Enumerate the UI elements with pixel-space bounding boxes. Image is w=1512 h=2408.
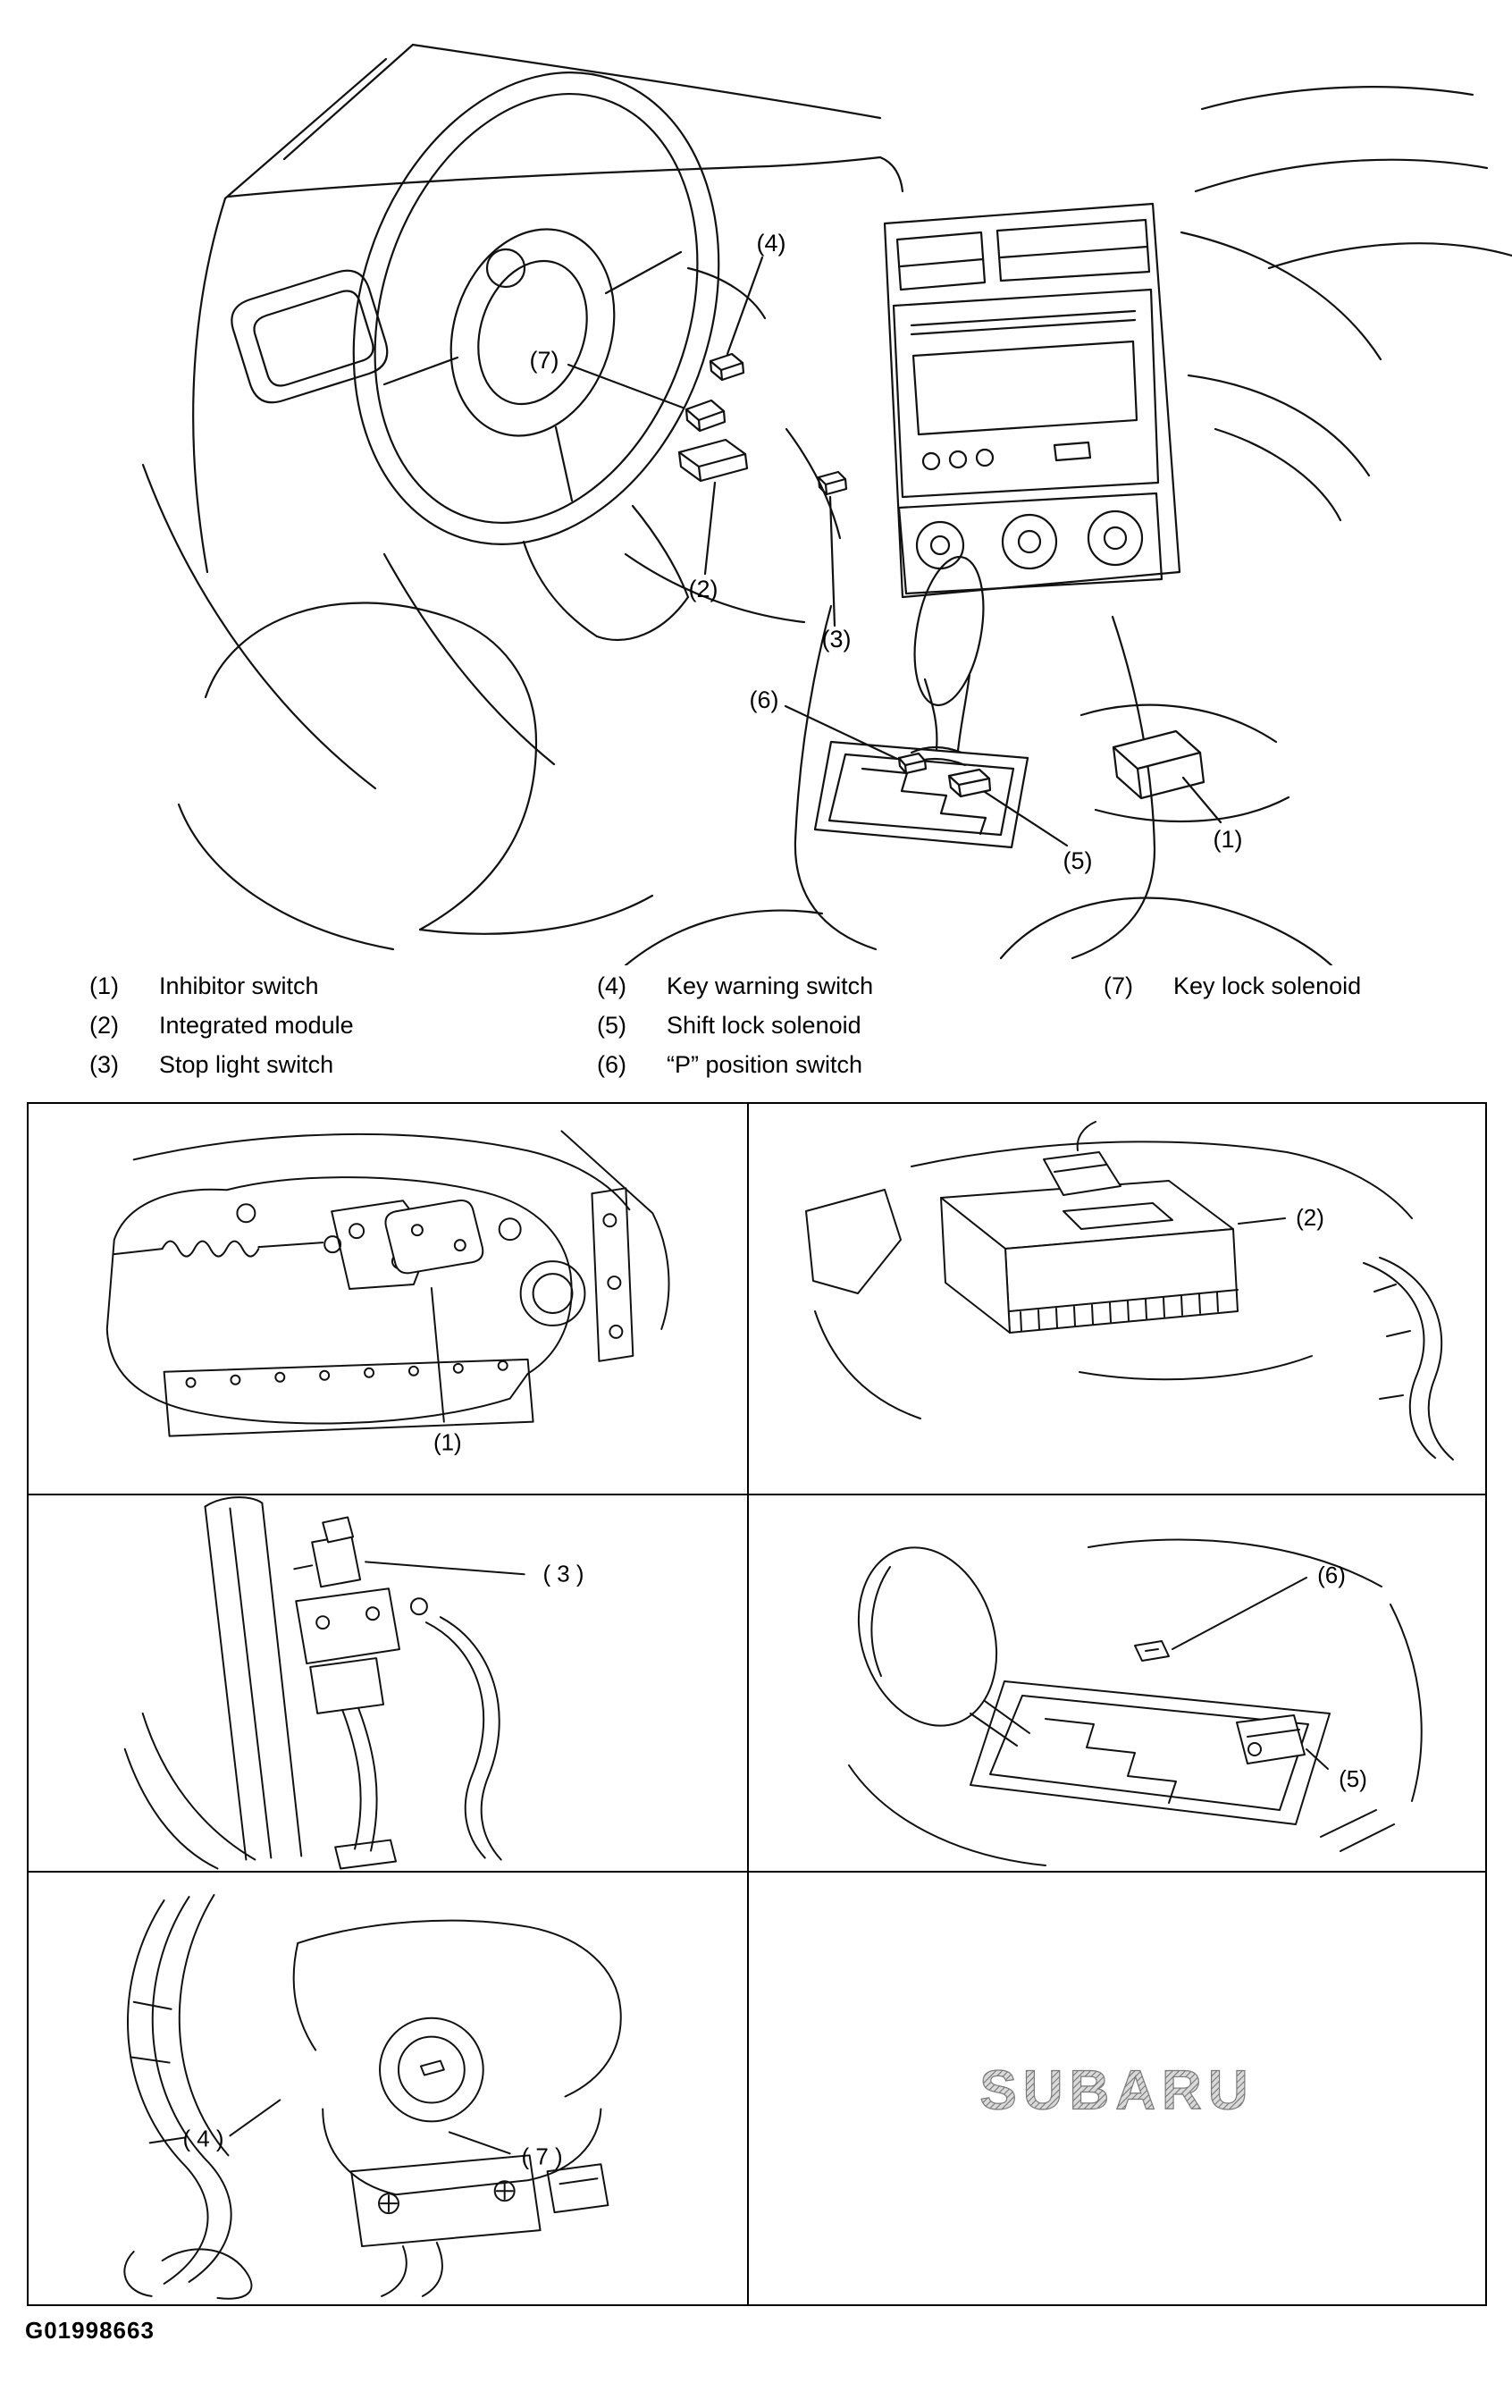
panel-callout-inhibitor: (1) [433,1431,462,1456]
overview-callout-5: (5) [1063,847,1093,874]
legend-item-label: Inhibitor switch [159,972,319,999]
dashboard-lines [226,156,1382,766]
legend-item-label: Key lock solenoid [1173,972,1362,999]
center-console-shifter [794,555,1290,960]
overview-callout-6: (6) [750,686,779,713]
overview-callout-1: (1) [1214,826,1243,853]
center-stack [883,202,1181,599]
panel-integrated-module: (2) [749,1104,1485,1495]
brand-logo-drawing: SUBARU [979,2059,1254,2122]
legend-item-number: (5) [597,1012,626,1039]
shifter-detail-drawing: (6) (5) [848,1538,1423,1866]
legend-item-label: “P” position switch [667,1051,863,1078]
panel-stop-light-switch: ( 3 ) [29,1495,749,1873]
panel-inhibitor-switch: (1) [29,1104,749,1495]
legend-item: (5) Shift lock solenoid [597,1012,873,1051]
shift-lock-solenoid-shape [947,768,992,798]
panel-callout-p-switch: (6) [1317,1562,1346,1588]
integrated-module-drawing: (2) [805,1121,1454,1461]
subaru-logo: SUBARU [979,2060,1254,2122]
detail-panel-grid: (1) (2) [27,1102,1487,2306]
legend-item-number: (3) [89,1051,119,1078]
legend-item-number: (1) [89,972,119,999]
integrated-module-shape [677,438,749,483]
overview-callout-2: (2) [689,576,718,602]
stop-light-switch-shape [817,470,848,496]
legend-item-number: (4) [597,972,626,999]
key-warning-switch-shape [709,352,745,382]
panel-callout-key-warning: ( 4 ) [182,2126,223,2151]
vehicle-interior-overview: (4) (7) (2) (3) (6) (5) (1) [141,43,1512,965]
overview-callout-7: (7) [530,347,559,374]
legend: (1) Inhibitor switch (2) Integrated modu… [0,972,1512,1098]
legend-item-label: Integrated module [159,1012,354,1039]
legend-item: (2) Integrated module [89,1012,354,1051]
legend-item-label: Stop light switch [159,1051,334,1078]
overview-callout-4: (4) [757,230,786,257]
inhibitor-switch-shape [1112,729,1205,800]
legend-item: (7) Key lock solenoid [1104,972,1361,1012]
legend-item-number: (6) [597,1051,626,1078]
panel-shifter-detail: (6) (5) [749,1495,1485,1873]
legend-item-number: (7) [1104,972,1133,999]
legend-item: (6) “P” position switch [597,1051,873,1090]
panel-callout-shift-solenoid: (5) [1339,1765,1367,1792]
inhibitor-switch-drawing: (1) [105,1130,670,1456]
ignition-detail-drawing: ( 4 ) ( 7 ) [123,1894,622,2300]
stop-light-switch-drawing: ( 3 ) [123,1496,584,1870]
legend-item-label: Shift lock solenoid [667,1012,861,1039]
panel-brand-logo: SUBARU [749,1873,1485,2304]
figure-id: G01998663 [25,2317,155,2344]
legend-column-3: (7) Key lock solenoid [1104,972,1361,1012]
legend-item-label: Key warning switch [667,972,874,999]
driver-door-lines [141,197,389,790]
panel-callout-key-lock: ( 7 ) [522,2144,563,2169]
panel-callout-module: (2) [1296,1204,1324,1231]
p-position-switch-shape [897,752,928,775]
legend-item-number: (2) [89,1012,119,1039]
steering-wheel [352,72,767,641]
windshield-pillar-lines [223,43,1512,270]
callout-leader-lines [567,256,1222,847]
panel-callout-stoplight: ( 3 ) [542,1562,584,1587]
legend-item: (4) Key warning switch [597,972,873,1012]
legend-item: (3) Stop light switch [89,1051,354,1090]
panel-ignition-detail: ( 4 ) ( 7 ) [29,1873,749,2304]
legend-column-1: (1) Inhibitor switch (2) Integrated modu… [89,972,354,1090]
key-lock-solenoid-shape [685,399,727,433]
seat-lines [177,602,1333,965]
legend-item: (1) Inhibitor switch [89,972,354,1012]
legend-column-2: (4) Key warning switch (5) Shift lock so… [597,972,873,1090]
overview-callout-3: (3) [822,626,852,653]
